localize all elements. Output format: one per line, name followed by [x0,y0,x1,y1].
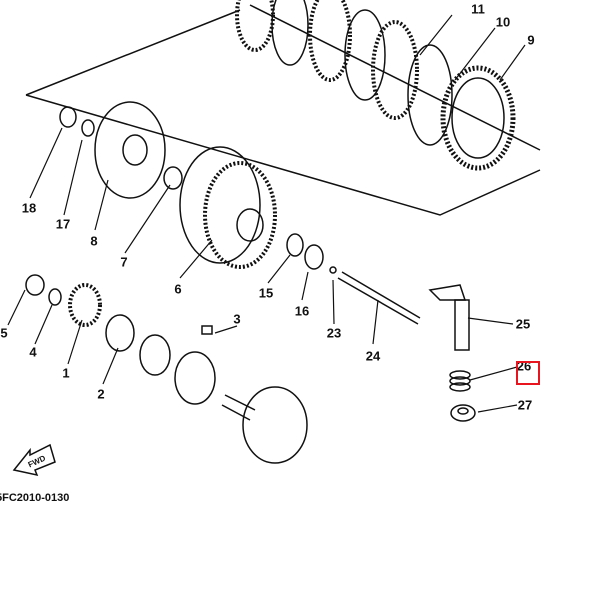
part-label-16[interactable]: 16 [294,303,310,319]
primary-drive-parts [25,274,308,464]
spring-and-seal [449,370,476,422]
fwd-arrow-icon [12,443,56,477]
part-label-7[interactable]: 7 [120,254,128,270]
part-label-27[interactable]: 27 [517,397,533,413]
primary-driven-gear [179,146,337,274]
part-label-24[interactable]: 24 [365,348,381,364]
part-label-6[interactable]: 6 [174,281,182,297]
part-label-3[interactable]: 3 [233,311,241,327]
part-label-1[interactable]: 1 [62,365,70,381]
part-label-23[interactable]: 23 [326,325,342,341]
part-label-18[interactable]: 18 [21,200,37,216]
push-rod [337,271,421,325]
part-label-11[interactable]: 11 [471,1,485,17]
part-label-9[interactable]: 9 [527,32,535,48]
part-label-15[interactable]: 15 [258,285,274,301]
part-label-25[interactable]: 25 [515,316,531,332]
frame-lines [25,4,541,216]
part-label-5[interactable]: 5 [0,325,8,341]
diagram-code: 5FC2010-0130 [0,492,70,504]
part-label-17[interactable]: 17 [55,216,71,232]
highlight-box [516,361,540,385]
leader-lines [7,14,526,413]
part-label-4[interactable]: 4 [29,344,37,360]
part-label-8[interactable]: 8 [90,233,98,249]
part-label-2[interactable]: 2 [97,386,105,402]
clutch-plates [235,0,516,171]
clutch-boss [59,101,183,199]
part-label-10[interactable]: 10 [495,14,511,30]
push-lever [428,284,470,351]
